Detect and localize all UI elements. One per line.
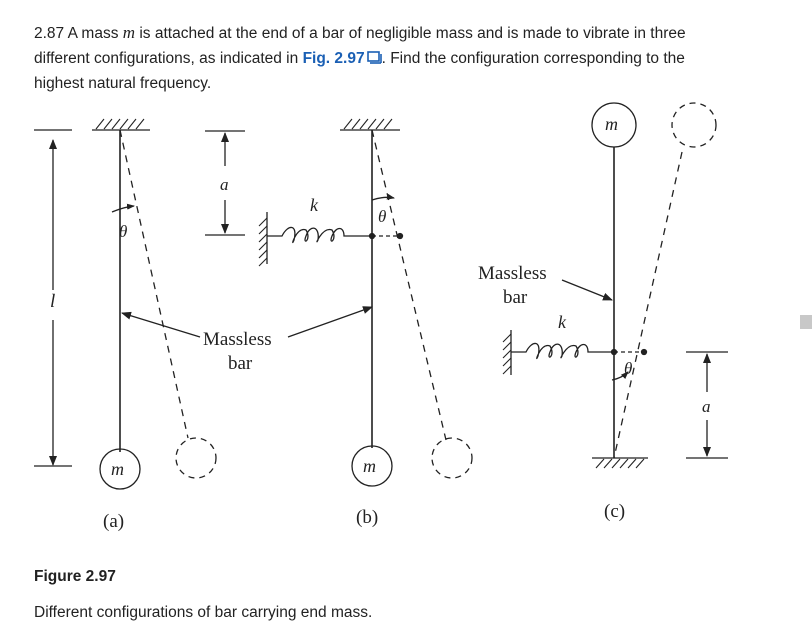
ceiling-hatch-b (343, 118, 393, 130)
spring-joint-b (368, 232, 376, 240)
problem-text-b: is attached at the end of a bar of negli… (34, 25, 686, 67)
spring-wall-hatch-c (502, 333, 512, 375)
spring-wall-hatch-b (258, 217, 268, 267)
displaced-mass-b (431, 437, 473, 479)
mass-variable: m (122, 23, 136, 42)
label-a-c: a (702, 397, 711, 416)
theta-label-a: θ (119, 222, 127, 241)
displaced-bar-b (371, 129, 447, 441)
massless-label-ab: Massless (203, 329, 272, 350)
massless-leader-b (287, 306, 373, 338)
k-label-b: k (310, 195, 319, 215)
massless-leader-c (561, 279, 613, 301)
displaced-bar-c (613, 151, 683, 459)
theta-label-c: θ (624, 359, 632, 378)
problem-text-a: A mass (67, 25, 123, 42)
scrollbar-thumb[interactable] (800, 315, 812, 329)
sub-label-c: (c) (604, 501, 625, 522)
displaced-bar-a (119, 129, 189, 439)
k-label-c: k (558, 312, 567, 332)
theta-arc-b (371, 193, 395, 201)
figure-label: Figure 2.97 (34, 568, 116, 585)
problem-text-c: . Find the configuration corresponding t… (34, 50, 685, 92)
displaced-mass-a (175, 437, 217, 479)
mass-label-a: m (111, 459, 124, 479)
a-dimension-ab (205, 130, 245, 236)
sub-label-a: (a) (103, 511, 124, 532)
theta-arc-c (611, 371, 629, 381)
floor-hatch-c (595, 458, 645, 469)
label-a-ab: a (220, 175, 229, 194)
spring-c (511, 342, 614, 359)
figure-link-label[interactable]: Fig. 2.97 (302, 50, 365, 67)
bar-label-ab: bar (228, 353, 253, 374)
mass-a (99, 448, 141, 490)
label-l: l (50, 291, 55, 312)
sub-label-b: (b) (356, 507, 378, 528)
bar-label-c: bar (503, 287, 528, 308)
config-a (34, 118, 373, 490)
problem-number: 2.87 (34, 25, 65, 42)
mass-label-c: m (605, 114, 618, 134)
mass-b (351, 445, 393, 487)
spring-joint-disp-b (396, 232, 404, 240)
figure-link-icon[interactable] (366, 51, 382, 64)
figure-link[interactable]: Fig. 2.97 (303, 50, 382, 67)
displaced-mass-c (671, 102, 717, 148)
massless-label-c: Massless (478, 263, 547, 284)
config-b (258, 118, 473, 487)
problem-statement: 2.87 A mass m is attached at the end of … (34, 20, 734, 96)
massless-leader-a (121, 311, 201, 338)
theta-label-b: θ (378, 207, 386, 226)
config-c (502, 102, 728, 469)
spring-b (267, 226, 372, 243)
spring-joint-c (610, 348, 618, 356)
theta-arc-a (111, 203, 135, 213)
ceiling-hatch-a (95, 118, 145, 130)
figure-caption: Different configurations of bar carrying… (34, 604, 373, 621)
spring-joint-disp-c (640, 348, 648, 356)
mass-label-b: m (363, 456, 376, 476)
